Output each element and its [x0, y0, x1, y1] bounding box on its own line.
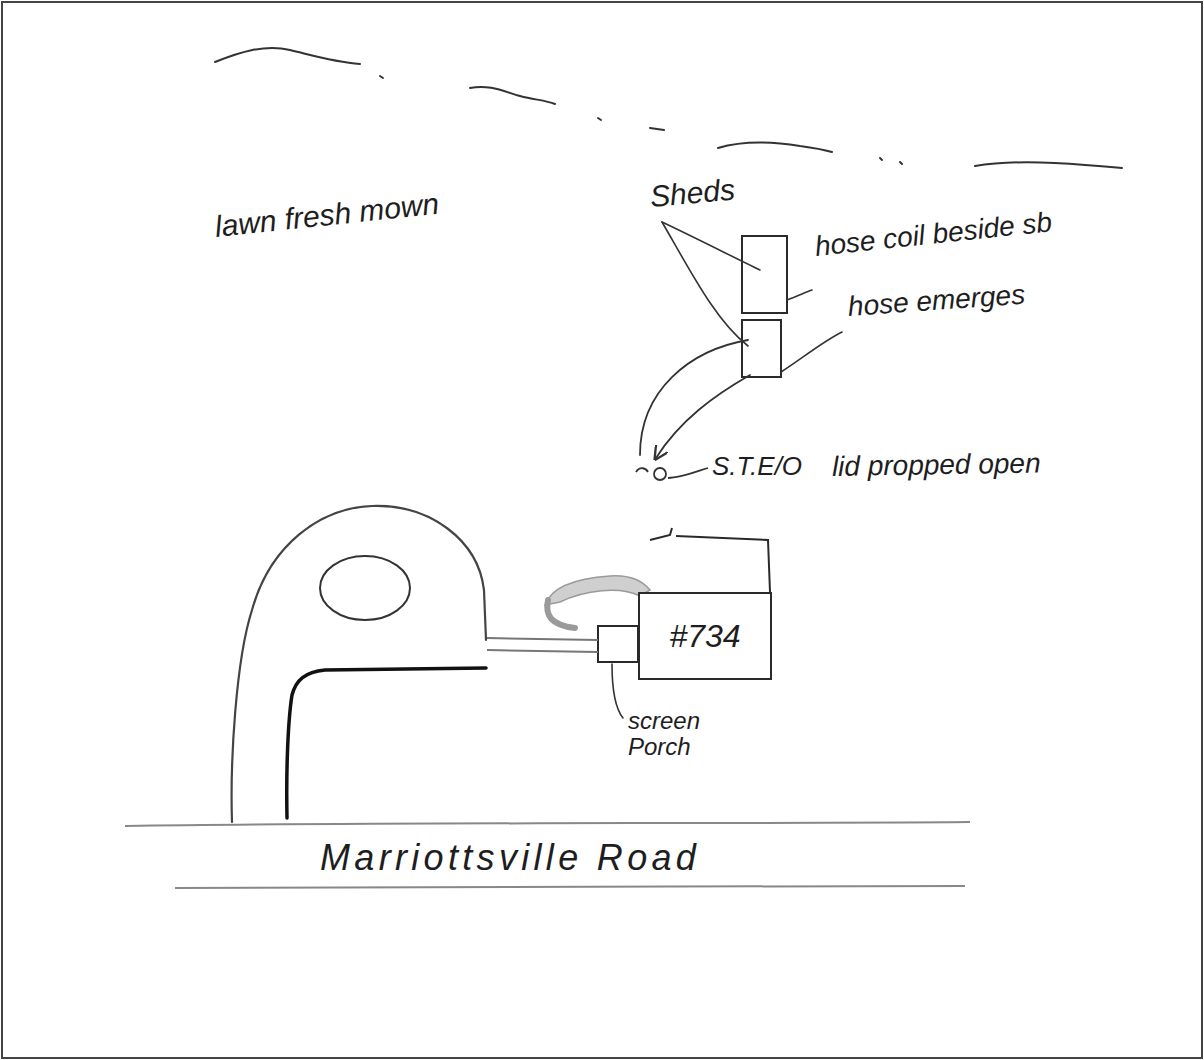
walkway-shading: [547, 600, 575, 628]
road-name: Marriottsville Road: [320, 838, 700, 878]
tree-line: [215, 48, 1122, 168]
house-outline: [650, 528, 770, 592]
handwritten-note: hose emerges: [847, 280, 1026, 323]
road-edge: [125, 822, 970, 888]
septic-lid: [636, 468, 708, 480]
handwritten-note: screen Porch: [628, 708, 728, 761]
walkway-shading: [545, 576, 650, 605]
house-box: #734: [638, 592, 772, 680]
porch-outline: [598, 626, 638, 662]
hose-line: [640, 340, 750, 458]
handwritten-note: S.T.E/O: [712, 452, 802, 481]
handwritten-note: Sheds: [649, 173, 737, 213]
handwritten-note: lawn fresh mown: [213, 187, 440, 243]
shed-outline: [742, 236, 787, 377]
house-number: #734: [669, 618, 740, 655]
leader-line: [612, 222, 842, 718]
handwritten-note: lid propped open: [832, 448, 1041, 482]
walkway-line: [487, 638, 598, 652]
driveway-outline: [232, 506, 486, 822]
handwritten-note: hose coil beside sb: [813, 207, 1053, 263]
